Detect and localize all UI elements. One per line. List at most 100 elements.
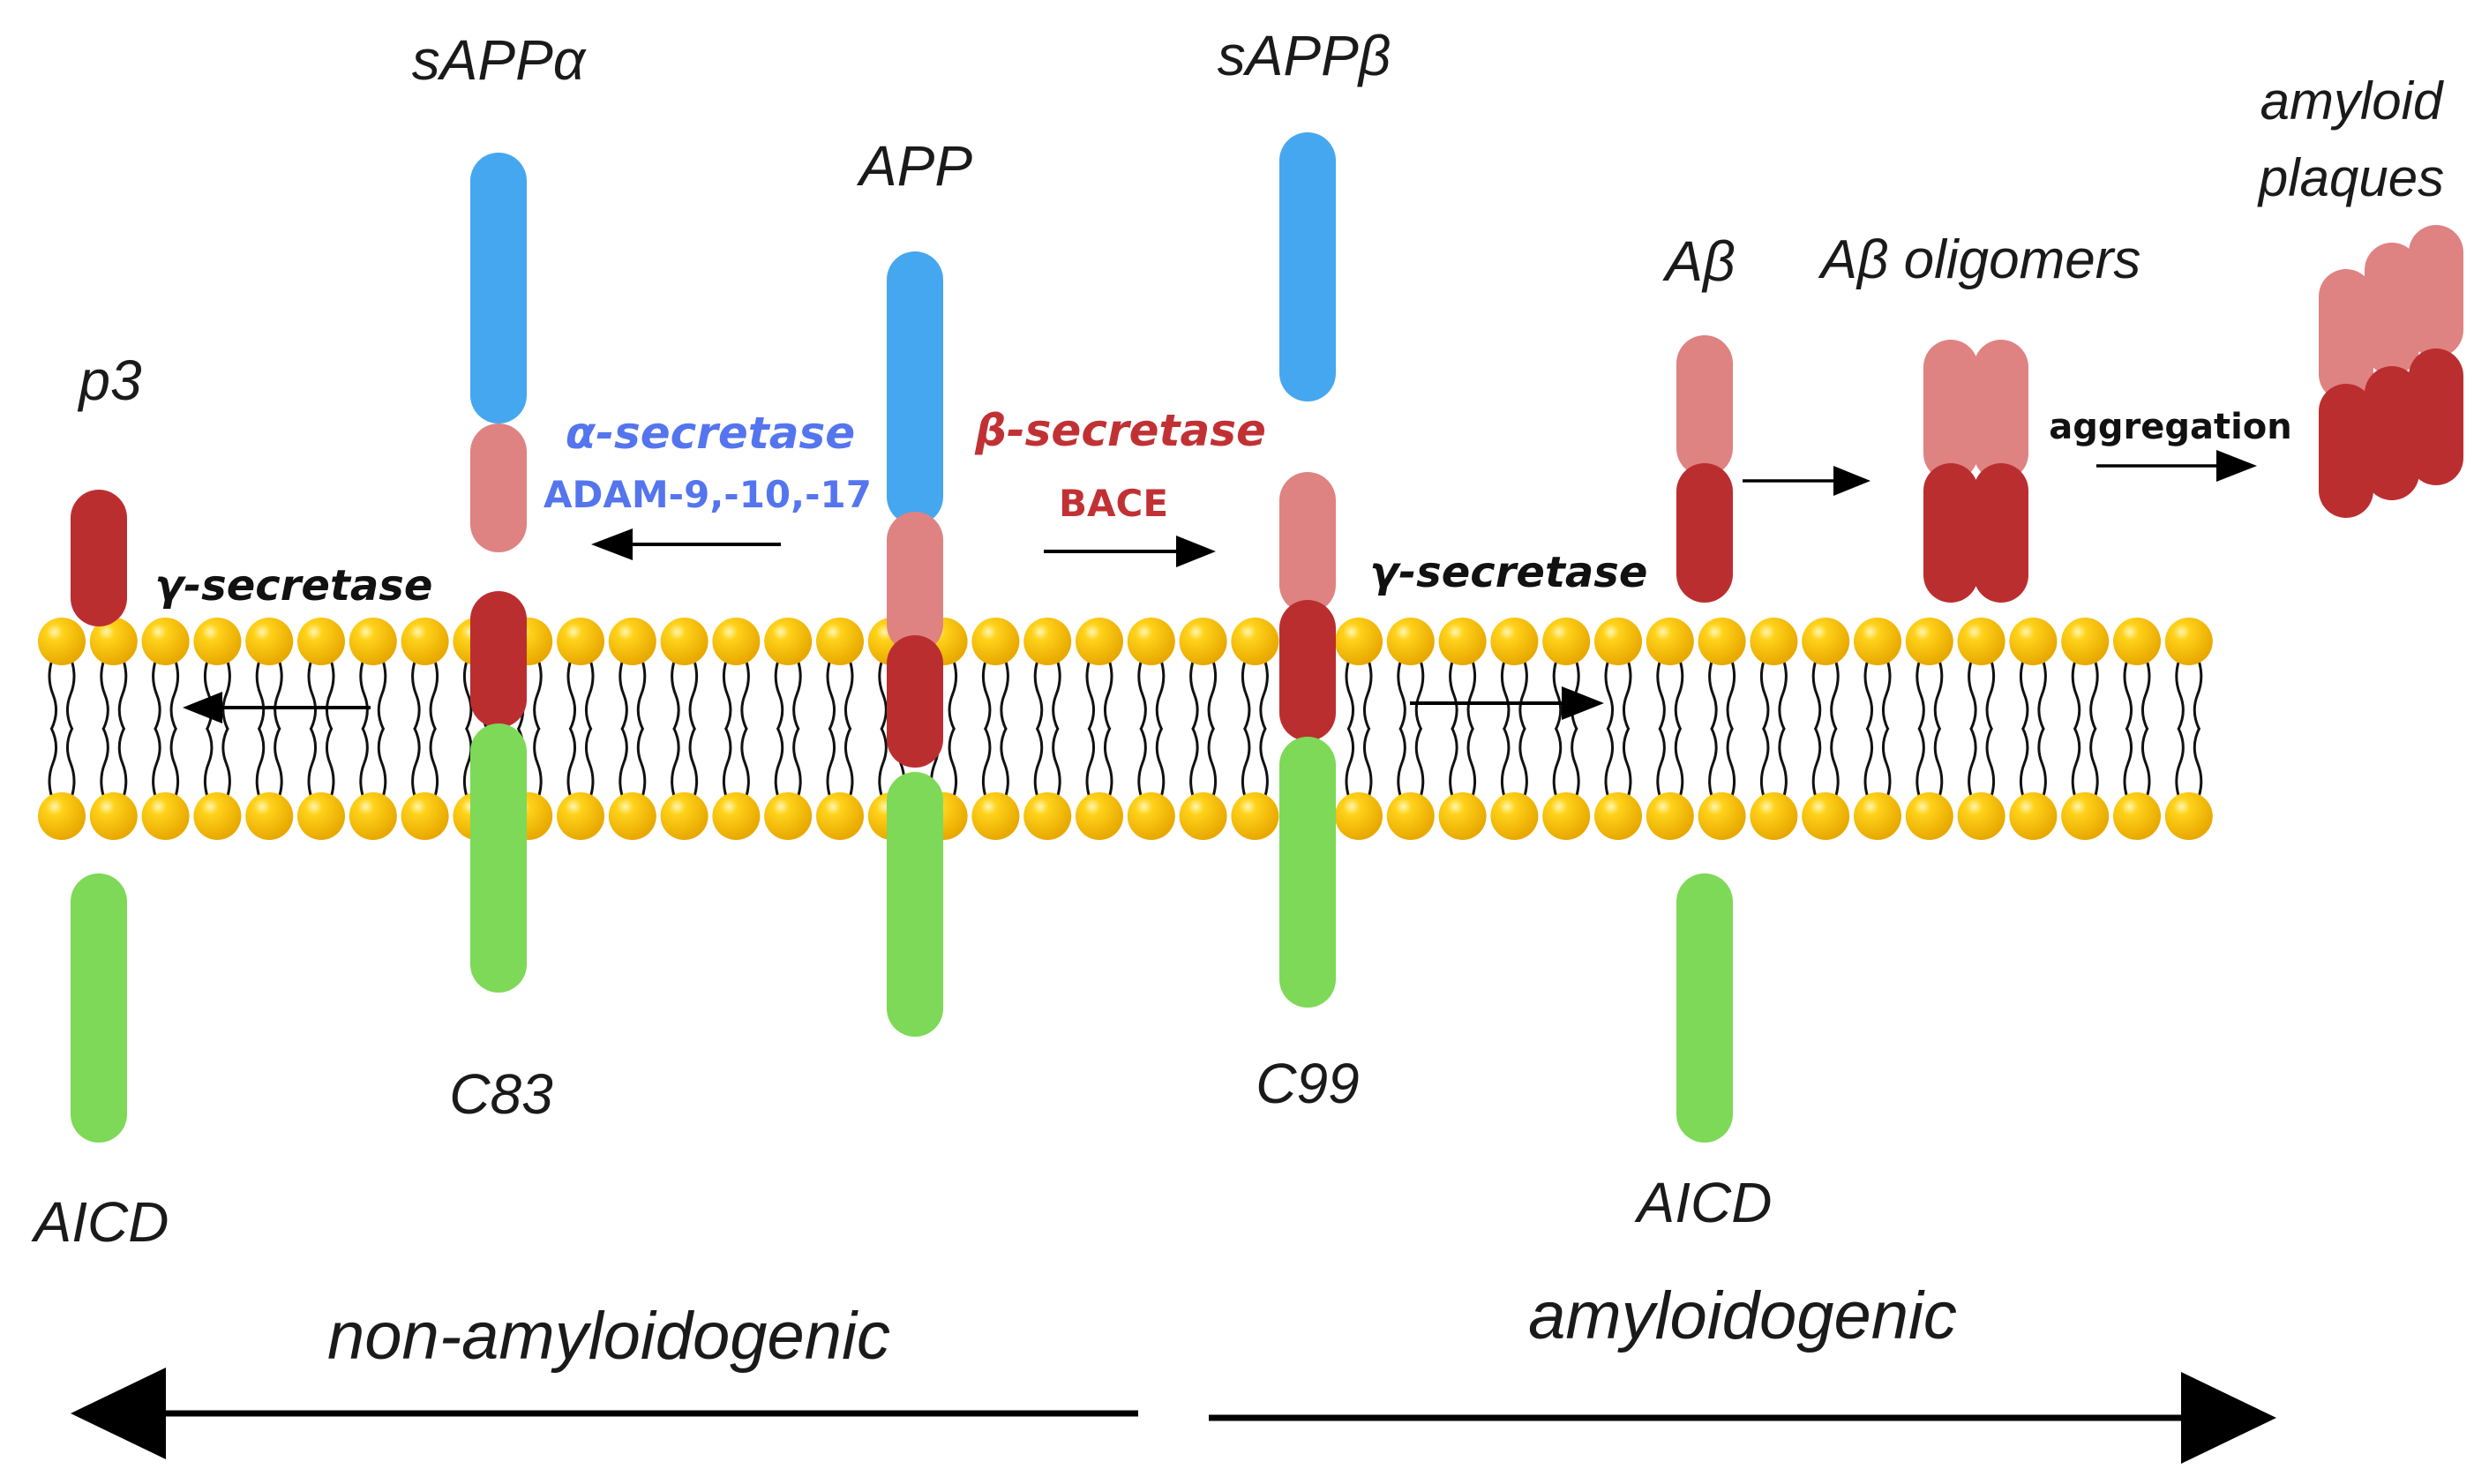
aggregation-label: aggregation <box>2049 407 2292 447</box>
lipid-head <box>1335 618 1383 665</box>
lipid-head <box>608 792 656 840</box>
lipid-head <box>401 792 449 840</box>
lipid-head <box>1698 618 1746 665</box>
aicd-left-label: AICD <box>31 1190 169 1254</box>
beta-secretase-label: β-secretase <box>974 405 1266 456</box>
lipid-head <box>297 618 345 665</box>
lipid-head <box>1698 792 1746 840</box>
alpha-secretase-label: α-secretase <box>566 408 855 459</box>
lipid-head <box>2061 792 2110 840</box>
sappb-label: sAPPβ <box>1218 24 1391 87</box>
aggregation-arrow <box>2096 450 2257 482</box>
non-amyloidogenic-arrow <box>71 1368 1138 1459</box>
lipid-head <box>1023 792 1072 840</box>
lipid-head <box>1490 618 1539 665</box>
gamma-secretase-right-arrow <box>1410 686 1604 720</box>
lipid-head <box>1127 792 1175 840</box>
lipid-head <box>141 618 190 665</box>
lipid-head <box>1231 618 1279 665</box>
app-protein <box>887 251 943 1037</box>
lipid-head <box>1179 792 1227 840</box>
lipid-head <box>1802 792 1850 840</box>
lipid-head <box>1023 618 1072 665</box>
lipid-head <box>1386 792 1435 840</box>
lipid-head <box>2164 618 2213 665</box>
cell-membrane <box>38 618 2213 840</box>
lipid-head <box>2164 792 2213 840</box>
lipid-head <box>1127 618 1175 665</box>
lipid-head <box>764 618 813 665</box>
lipid-head <box>349 792 397 840</box>
lipid-head <box>1750 618 1798 665</box>
gamma-secretase-left-arrow <box>183 692 371 723</box>
abeta-to-oligomers-arrow <box>1743 466 1870 496</box>
lipid-head <box>1438 618 1487 665</box>
lipid-head <box>1076 618 1123 665</box>
sappa-fragment <box>470 153 527 552</box>
lipid-head <box>1438 792 1487 840</box>
lipid-head <box>764 792 813 840</box>
c99-label: C99 <box>1256 1052 1359 1115</box>
amyloidogenic-arrow <box>1209 1372 2276 1464</box>
lipid-head <box>89 618 138 665</box>
lipid-head <box>816 792 864 840</box>
lipid-head <box>1905 792 1953 840</box>
c83-fragment <box>470 591 527 993</box>
lipid-head <box>89 792 138 840</box>
lipid-head <box>660 792 708 840</box>
alpha-secretase-arrow <box>591 528 781 560</box>
lipid-head <box>1490 792 1539 840</box>
lipid-head <box>1854 618 1901 665</box>
lipid-head <box>2113 792 2161 840</box>
lipid-head <box>2009 792 2058 840</box>
beta-secretase-arrow <box>1044 536 1216 567</box>
lipid-head <box>1076 792 1123 840</box>
lipid-head <box>557 792 604 840</box>
lipid-head <box>1231 792 1279 840</box>
lipid-head <box>816 618 864 665</box>
lipid-head <box>660 618 708 665</box>
lipid-head <box>1646 618 1694 665</box>
aicd-right-fragment <box>1676 873 1733 1143</box>
abeta-label: Aβ <box>1661 229 1735 293</box>
lipid-head <box>1594 618 1642 665</box>
lipid-head <box>38 792 86 840</box>
lipid-head <box>712 792 761 840</box>
c99-fragment <box>1279 472 1336 1008</box>
alpha-secretase-sublabel: ADAM-9,-10,-17 <box>544 473 872 516</box>
abeta-oligomers-group <box>1923 340 2028 603</box>
lipid-head <box>1594 792 1642 840</box>
lipid-head <box>1646 792 1694 840</box>
abeta-oligomers-label: Aβ oligomers <box>1818 229 2141 290</box>
lipid-head <box>1386 618 1435 665</box>
amyloidogenic-label: amyloidogenic <box>1528 1278 1957 1353</box>
lipid-head <box>401 618 449 665</box>
p3-label: p3 <box>77 349 142 412</box>
lipid-head <box>1542 618 1591 665</box>
lipid-head <box>297 792 345 840</box>
lipid-head <box>557 618 604 665</box>
aicd-left-fragment <box>71 873 127 1143</box>
lipid-head <box>141 792 190 840</box>
sappa-label: sAPPα <box>412 28 587 92</box>
lipid-head <box>712 618 761 665</box>
lipid-head <box>245 618 294 665</box>
plaques-label: plaques <box>2257 148 2444 207</box>
lipid-head <box>1335 792 1383 840</box>
gamma-secretase-left-label: γ-secretase <box>155 561 433 611</box>
lipid-head <box>2009 618 2058 665</box>
lipid-head <box>245 792 294 840</box>
aicd-right-label: AICD <box>1634 1171 1773 1234</box>
abeta-fragment <box>1676 335 1733 603</box>
amyloid-label: amyloid <box>2260 71 2444 131</box>
c83-label: C83 <box>449 1062 553 1126</box>
p3-fragment <box>71 490 127 626</box>
lipid-head <box>608 618 656 665</box>
lipid-head <box>2061 618 2110 665</box>
app-label: APP <box>856 134 972 198</box>
lipid-head <box>1179 618 1227 665</box>
amyloid-plaques-group <box>2319 225 2463 518</box>
sappb-fragment <box>1279 132 1336 401</box>
lipid-head <box>193 618 242 665</box>
